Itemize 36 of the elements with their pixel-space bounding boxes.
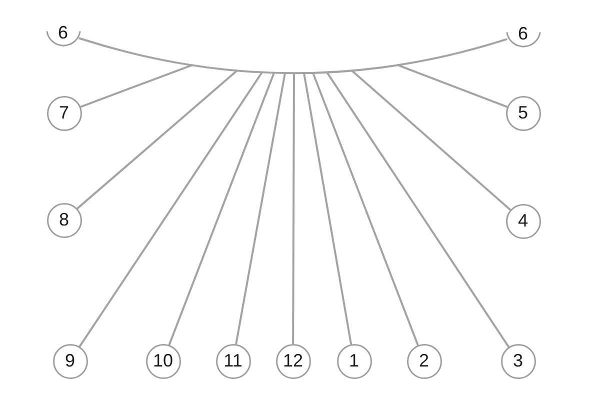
hour-circle <box>506 204 540 238</box>
hour-number: 11 <box>224 350 242 371</box>
hour-number: 7 <box>59 102 69 123</box>
hour-line <box>351 70 511 210</box>
hour-number: 8 <box>59 210 69 230</box>
hour-number: 6 <box>58 22 68 43</box>
hour-line <box>312 72 419 346</box>
hour-circle <box>52 344 88 378</box>
hour-circle <box>46 96 82 130</box>
hour-number: 5 <box>518 102 528 123</box>
hour-line <box>326 71 510 348</box>
curved-line <box>78 37 508 74</box>
hour-circle <box>406 344 442 378</box>
hour-number: 12 <box>282 350 304 371</box>
hour-number: 2 <box>419 350 429 371</box>
hour-number: 9 <box>65 350 75 371</box>
hour-line <box>168 72 275 346</box>
hour-number: 3 <box>513 350 523 371</box>
hour-circle <box>276 344 310 378</box>
hour-circle <box>336 344 372 378</box>
hour-line <box>303 72 352 345</box>
hour-circle <box>46 202 82 238</box>
hour-number: 10 <box>152 350 174 371</box>
hour-line <box>292 72 295 344</box>
hour-circle <box>506 96 540 130</box>
hour-line <box>397 64 508 108</box>
hour-number: 1 <box>349 350 359 371</box>
hour-line <box>78 71 263 348</box>
hour-circle <box>500 344 536 378</box>
hour-line <box>79 64 193 108</box>
hour-line <box>235 72 286 345</box>
hour-circle <box>146 344 180 378</box>
hour-circle <box>216 344 250 378</box>
hour-number: 6 <box>518 24 528 44</box>
hour-line <box>76 70 238 210</box>
hour-number: 4 <box>518 210 528 231</box>
